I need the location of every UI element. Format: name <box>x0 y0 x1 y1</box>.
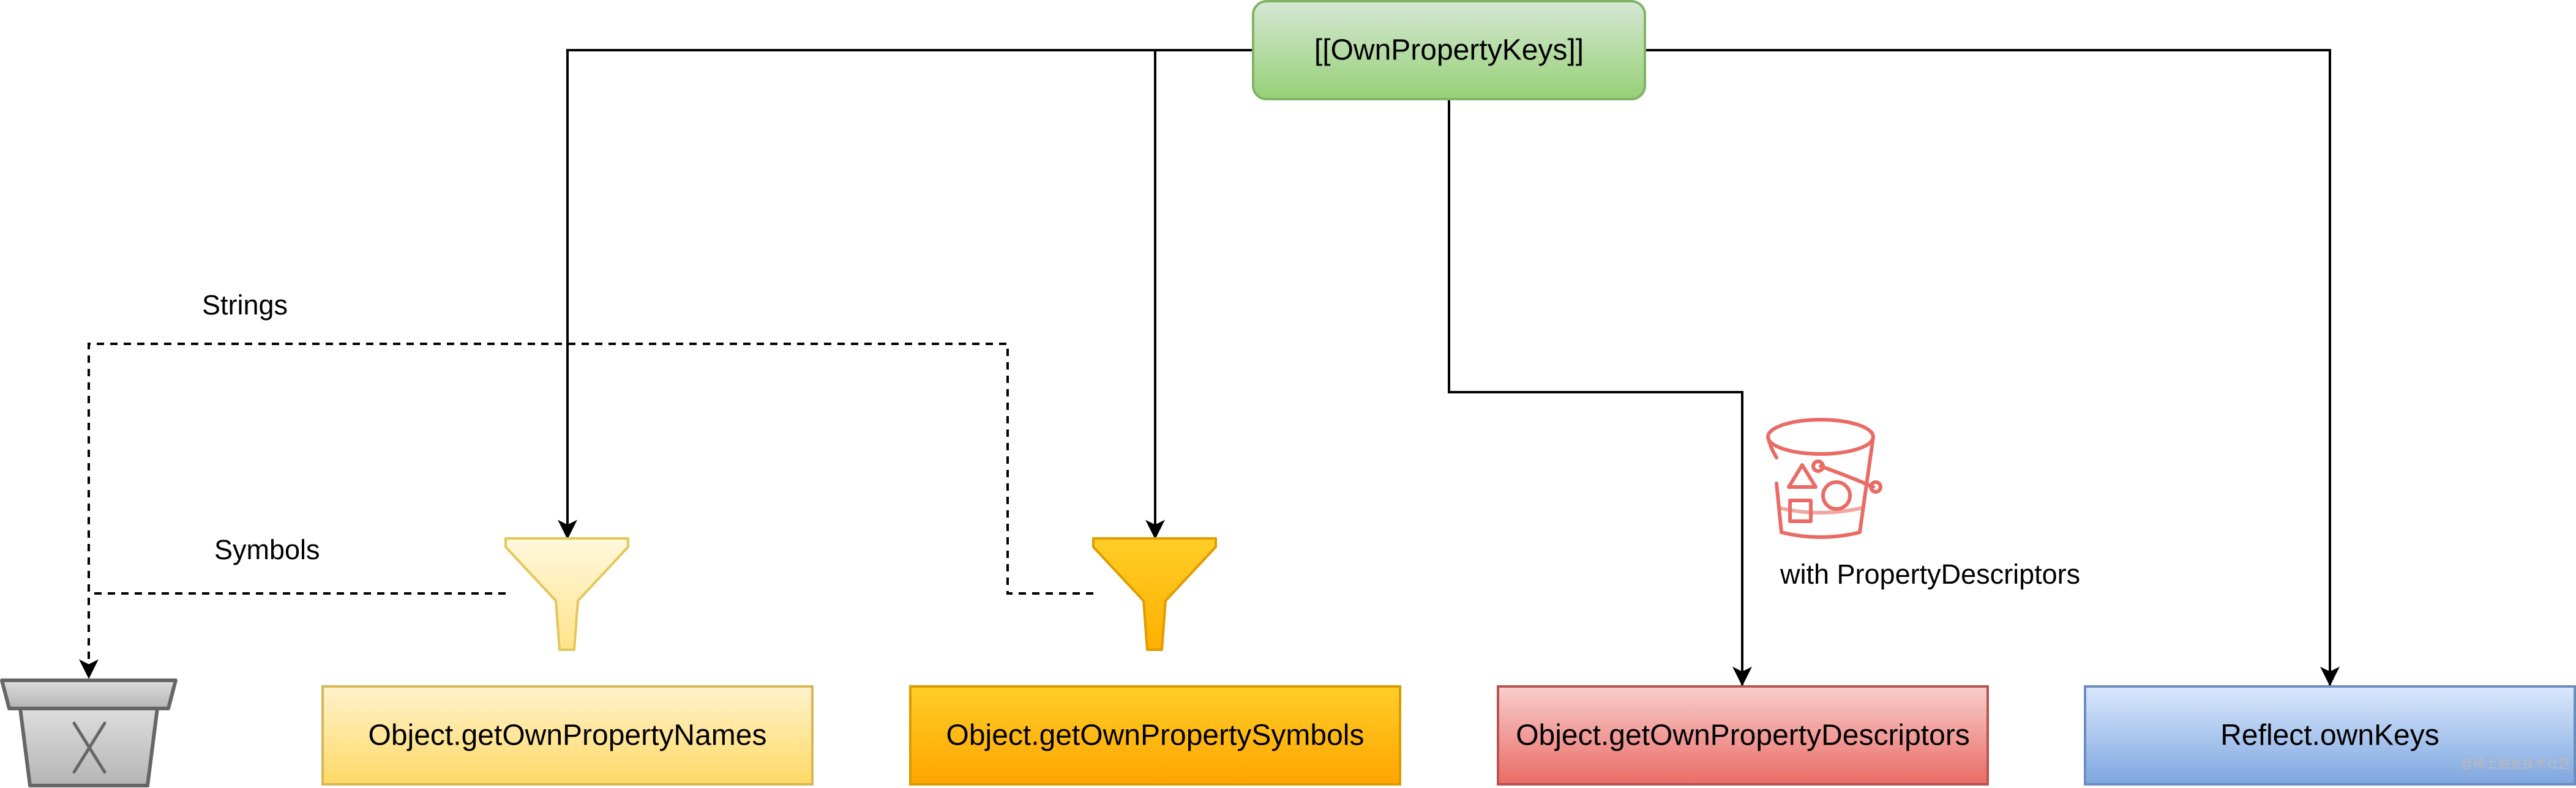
node-get-own-property-symbols[interactable]: Object.getOwnPropertySymbols <box>909 685 1401 786</box>
edge-to-get-own-property-descriptors <box>1448 99 1752 686</box>
watermark-text: @稀土掘金技术社区 <box>2461 757 2571 771</box>
filter-icon <box>504 537 629 651</box>
node-get-own-property-descriptors-label: Object.getOwnPropertyDescriptors <box>1516 719 1970 752</box>
node-reflect-own-keys-label: Reflect.ownKeys <box>2220 719 2439 752</box>
edge-strings-dashed <box>79 343 1093 679</box>
edge-label-with-property-descriptors: with PropertyDescriptors <box>1780 559 2080 590</box>
node-own-property-keys[interactable]: [[OwnPropertyKeys]] <box>1252 0 1646 100</box>
node-get-own-property-names-label: Object.getOwnPropertyNames <box>369 719 767 752</box>
node-reflect-own-keys[interactable]: Reflect.ownKeys <box>2084 685 2576 786</box>
node-get-own-property-descriptors[interactable]: Object.getOwnPropertyDescriptors <box>1497 685 1989 786</box>
edges <box>79 49 2340 686</box>
edge-to-get-own-property-names <box>558 49 1253 540</box>
trash-icon[interactable] <box>0 678 178 787</box>
edge-to-reflect-own-keys <box>1645 49 2340 686</box>
filter-icon <box>1092 537 1217 651</box>
node-get-own-property-names[interactable]: Object.getOwnPropertyNames <box>321 685 814 786</box>
node-own-property-keys-label: [[OwnPropertyKeys]] <box>1314 34 1584 67</box>
node-get-own-property-symbols-label: Object.getOwnPropertySymbols <box>946 719 1365 752</box>
bucket-icon <box>1766 418 1882 539</box>
edge-label-strings: Strings <box>202 289 288 321</box>
edge-label-symbols: Symbols <box>214 534 320 565</box>
